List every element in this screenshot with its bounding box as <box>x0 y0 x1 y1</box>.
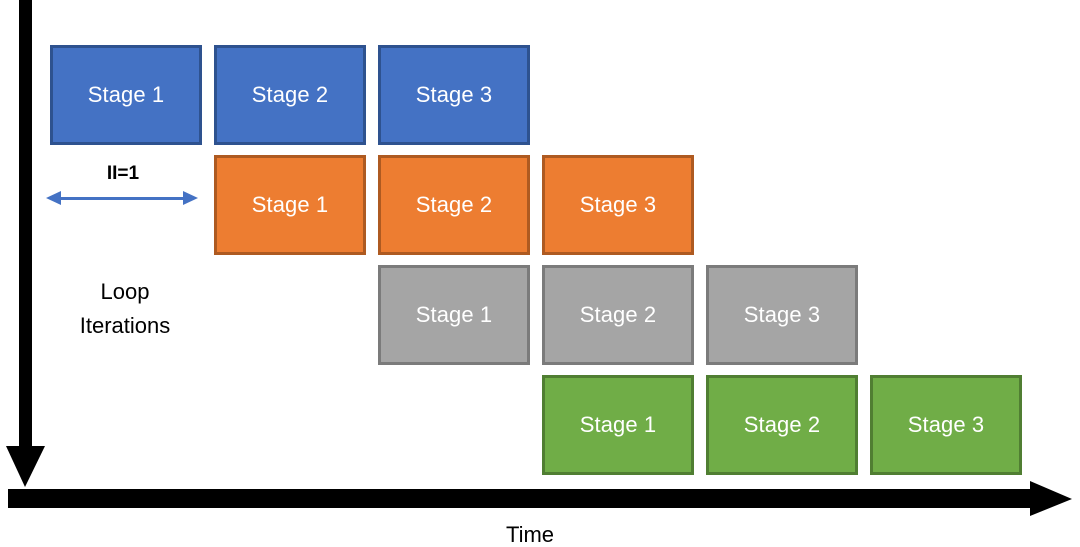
stage-box-iteration4-stage1: Stage 1 <box>542 375 694 475</box>
stage-box-iteration3-stage3: Stage 3 <box>706 265 858 365</box>
stage-box-iteration2-stage2: Stage 2 <box>378 155 530 255</box>
ii-annotation-label: II=1 <box>106 163 140 184</box>
stage-box-iteration3-stage1: Stage 1 <box>378 265 530 365</box>
stage-box-iteration4-stage3: Stage 3 <box>870 375 1022 475</box>
stage-box-iteration2-stage1: Stage 1 <box>214 155 366 255</box>
stage-box-iteration1-stage3: Stage 3 <box>378 45 530 145</box>
down-arrow-icon <box>6 446 45 487</box>
loop-iterations-axis-arrow <box>6 0 46 490</box>
loop-iterations-label-line2: Iterations <box>79 313 171 338</box>
stage-box-iteration1-stage1: Stage 1 <box>50 45 202 145</box>
stage-box-iteration3-stage2: Stage 2 <box>542 265 694 365</box>
stage-box-iteration2-stage3: Stage 3 <box>542 155 694 255</box>
arrow-shaft <box>58 197 186 200</box>
loop-iterations-label-line1: Loop <box>100 279 150 304</box>
stage-box-iteration1-stage2: Stage 2 <box>214 45 366 145</box>
right-arrow-icon <box>1030 481 1072 516</box>
down-arrow-shaft <box>19 0 32 448</box>
time-axis-label: Time <box>505 522 555 547</box>
arrow-head-right <box>183 191 198 205</box>
loop-iterations-label: Loop Iterations <box>40 275 210 343</box>
time-axis-arrow <box>8 481 1073 523</box>
arrow-head-left <box>46 191 61 205</box>
right-arrow-shaft <box>8 489 1032 508</box>
stage-box-iteration4-stage2: Stage 2 <box>706 375 858 475</box>
double-headed-arrow-icon <box>46 190 198 208</box>
